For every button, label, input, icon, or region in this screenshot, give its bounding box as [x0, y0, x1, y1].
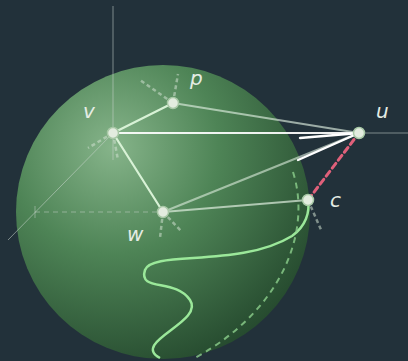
point-label: u — [376, 101, 389, 121]
point-label: c — [330, 190, 341, 210]
point-label: v — [83, 101, 95, 121]
point-label: p — [190, 68, 203, 88]
point-label: w — [127, 224, 143, 244]
